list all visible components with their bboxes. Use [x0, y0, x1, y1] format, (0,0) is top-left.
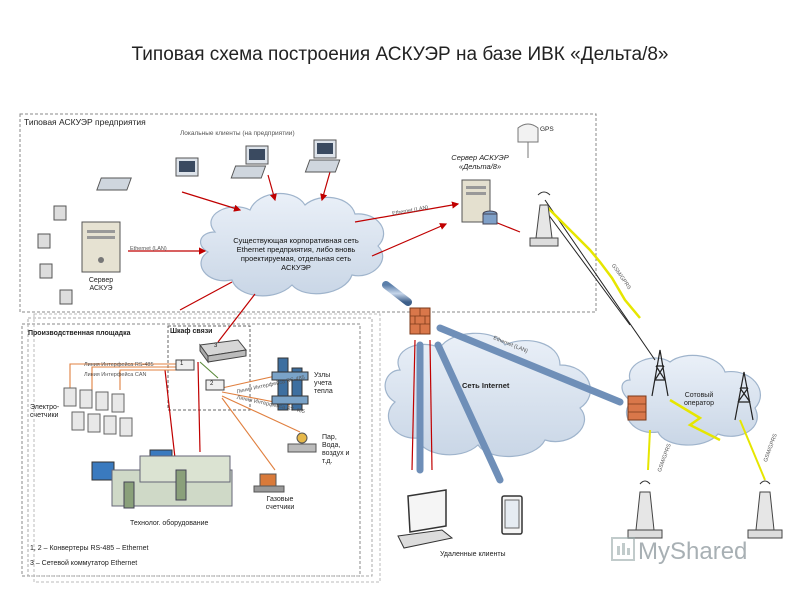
cell-tower-1: [651, 349, 669, 397]
converter-1-number: 1: [180, 361, 184, 367]
internet-pipes: [382, 281, 624, 484]
cellular-label: Сотовый оператор: [683, 392, 715, 408]
legend-converters: 1, 2 – Конвертеры RS-485 – Ethernet: [30, 545, 149, 552]
delta8-server: [461, 179, 498, 225]
gsm-modem-icon: [529, 191, 559, 247]
watermark-text: MyShared: [638, 538, 748, 565]
gas-meter-icon: [253, 473, 285, 493]
comm-cabinet-label: Шкаф связи: [170, 328, 213, 335]
heat-nodes-label: Узлы учета тепла: [314, 372, 333, 396]
watermark-logo-icon: [611, 537, 635, 561]
askue-server-label: Сервер АСКУЭ: [88, 277, 114, 293]
switch-number: 3: [214, 343, 218, 349]
internet-cloud: [384, 332, 591, 457]
remote-modem-2: [747, 480, 783, 539]
local-client-pc-2: [230, 145, 269, 179]
link-label-rs485: Линия Интерфейса RS-485: [84, 362, 154, 368]
enterprise-zone-label: Типовая АСКУЭР предприятия: [24, 117, 146, 127]
local-client-pc-1: [96, 157, 199, 191]
remote-clients-label: Удаленные клиенты: [440, 551, 506, 558]
heat-meter-node: [271, 357, 309, 411]
tech-equipment-group: [91, 449, 233, 509]
electric-meters-label: Электро-счетчики: [30, 404, 60, 420]
corp-network-label: Существующая корпоративная сеть Ethernet…: [233, 236, 359, 272]
page-title: Типовая схема построения АСКУЭР на базе …: [131, 44, 669, 65]
tech-equipment-label: Технолог. оборудование: [130, 520, 209, 527]
gps-label: GPS: [540, 126, 554, 133]
enterprise-zone-border: [19, 113, 597, 313]
meter-icons-left: [37, 205, 73, 305]
server-label: Сервер АСКУЭР «Дельта/8»: [451, 153, 509, 171]
electric-meters-group: [63, 387, 133, 437]
converter-2-number: 2: [210, 381, 214, 387]
remote-tablet-icon: [501, 495, 523, 535]
remote-laptop-icon: [397, 489, 454, 549]
converter-2: [205, 379, 225, 391]
link-label-can: Линия Интерфейса CAN: [84, 372, 147, 378]
gas-meters-label: Газовые счетчики: [265, 496, 295, 512]
production-site-label: Производственная площадка: [28, 330, 131, 337]
internet-label: Сеть Internet: [462, 381, 510, 390]
local-clients-label: Локальные клиенты (на предприятии): [180, 130, 295, 137]
ethernet-switch: [199, 339, 247, 364]
comm-cabinet-border: [167, 325, 251, 411]
askue-server: [81, 221, 121, 273]
legend-switch: 3 – Сетевой коммутатор Ethernet: [30, 560, 138, 567]
cellular-firewall-icon: [627, 395, 647, 421]
link-label-ethernet-askue: Ethernet (LAN): [130, 246, 167, 252]
steam-water-label: Пар, Вода, воздух и т.д.: [322, 434, 350, 466]
converter-1: [175, 359, 195, 371]
steam-meter-icon: [287, 432, 317, 453]
gps-antenna: [517, 123, 539, 158]
cell-tower-2: [734, 371, 754, 421]
remote-modem-1: [627, 480, 663, 539]
local-client-pc-3: [304, 139, 341, 173]
firewall-icon: [409, 307, 431, 335]
